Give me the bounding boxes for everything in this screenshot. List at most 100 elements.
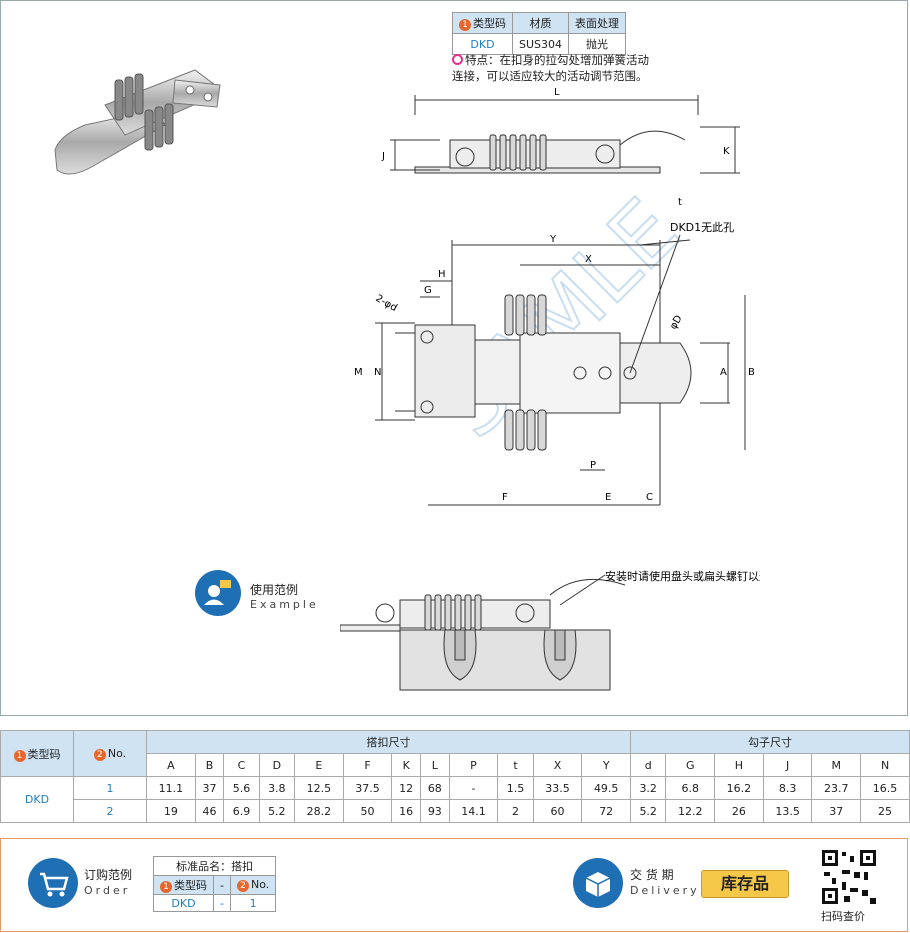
cell: 12.2: [665, 799, 716, 823]
cell: 5.2: [630, 799, 667, 823]
order-dash-value: -: [213, 894, 231, 912]
col-header-G: G: [665, 753, 716, 777]
technical-drawing: SAMLE L J K t: [340, 87, 760, 691]
cell: 19: [146, 799, 196, 823]
spec-type-value: DKD: [452, 33, 513, 55]
cell: 1.5: [497, 776, 534, 800]
order-band: [0, 838, 908, 932]
spec-surface-value: 抛光: [568, 33, 627, 55]
col-header-K: K: [391, 753, 421, 777]
col-header-A: A: [146, 753, 196, 777]
label-A: A: [720, 367, 727, 378]
label-F: F: [502, 492, 508, 503]
col-header-E: E: [293, 753, 344, 777]
cell: 33.5: [532, 776, 583, 800]
cell: 5.2: [258, 799, 295, 823]
type-value: DKD: [0, 776, 74, 823]
cell: 37.5: [342, 776, 393, 800]
qr-code-icon[interactable]: [820, 848, 878, 906]
row-no: 2: [73, 799, 147, 823]
col-header-C: C: [223, 753, 260, 777]
cell: 16: [391, 799, 421, 823]
label-L: L: [554, 87, 560, 98]
cell: 12: [391, 776, 421, 800]
col-header-Y: Y: [581, 753, 632, 777]
cell: 37: [811, 799, 862, 823]
order-type-value: DKD: [153, 894, 214, 912]
cell: 16.5: [860, 776, 910, 800]
feature-note: 特点：在扣身的拉勾处增加弹簧活动 连接，可以适应较大的活动调节范围。: [452, 53, 649, 83]
cell: 16.2: [714, 776, 764, 800]
cell: 2: [497, 799, 534, 823]
label-M: M: [354, 367, 363, 378]
cell: 25: [860, 799, 910, 823]
col-header-P: P: [448, 753, 499, 777]
group-body-header: 搭扣尺寸: [145, 730, 632, 754]
label-D: φD: [668, 313, 685, 331]
cell: 13.5: [762, 799, 813, 823]
label-C: C: [646, 492, 653, 503]
col-header-F: F: [342, 753, 393, 777]
col-header-N: N: [860, 753, 910, 777]
cell: 93: [420, 799, 450, 823]
qr-label: 扫码查价: [821, 910, 865, 923]
order-label-cn: 订购范例: [84, 868, 133, 882]
order-no-value: 1: [229, 894, 277, 912]
stock-badge: 库存品: [701, 870, 789, 898]
order-std-name: 标准品名：搭扣: [152, 856, 277, 876]
cell: 14.1: [448, 799, 499, 823]
product-frame: [0, 0, 908, 716]
col-header-L: L: [420, 753, 450, 777]
cell: 8.3: [762, 776, 813, 800]
example-label-en: Example: [250, 598, 319, 611]
example-icon: [195, 570, 241, 616]
spec-header-surface: 表面处理: [568, 12, 627, 34]
cell: 11.1: [146, 776, 196, 800]
cell: 3.2: [630, 776, 667, 800]
example-label-cn: 使用范例: [250, 583, 299, 597]
feature-icon: [452, 54, 463, 65]
cell: 72: [581, 799, 632, 823]
label-X: X: [585, 254, 592, 265]
cell: 60: [532, 799, 583, 823]
delivery-icon: [573, 858, 623, 908]
cell: 49.5: [581, 776, 632, 800]
cart-icon: [28, 858, 78, 908]
row-no: 1: [73, 776, 147, 800]
label-Y: Y: [549, 234, 557, 245]
cell: 50: [342, 799, 393, 823]
col-header-B: B: [194, 753, 225, 777]
col-header-J: J: [762, 753, 813, 777]
label-H: H: [438, 269, 446, 280]
cell: 23.7: [811, 776, 862, 800]
col-header-M: M: [811, 753, 862, 777]
cell: 68: [420, 776, 450, 800]
spec-header-material: 材质: [511, 12, 570, 34]
col-header-t: t: [497, 753, 534, 777]
label-J: J: [381, 151, 385, 162]
dkd1-note: DKD1无此孔: [670, 221, 734, 234]
delivery-label-cn: 交 货 期: [630, 868, 674, 882]
col-header-D: D: [258, 753, 295, 777]
col-header-X: X: [532, 753, 583, 777]
product-photo: [54, 69, 221, 175]
cell: -: [448, 776, 499, 800]
col-header-d: d: [630, 753, 667, 777]
label-2d: 2-φd: [374, 293, 399, 314]
cell: 46: [194, 799, 225, 823]
cell: 6.9: [223, 799, 260, 823]
col-header-H: H: [714, 753, 764, 777]
cell: 26: [714, 799, 764, 823]
group-hook-header: 勾子尺寸: [630, 730, 910, 754]
cell: 6.8: [665, 776, 716, 800]
label-P: P: [590, 460, 596, 471]
cell: 3.8: [258, 776, 295, 800]
order-dash-header: -: [213, 875, 231, 895]
